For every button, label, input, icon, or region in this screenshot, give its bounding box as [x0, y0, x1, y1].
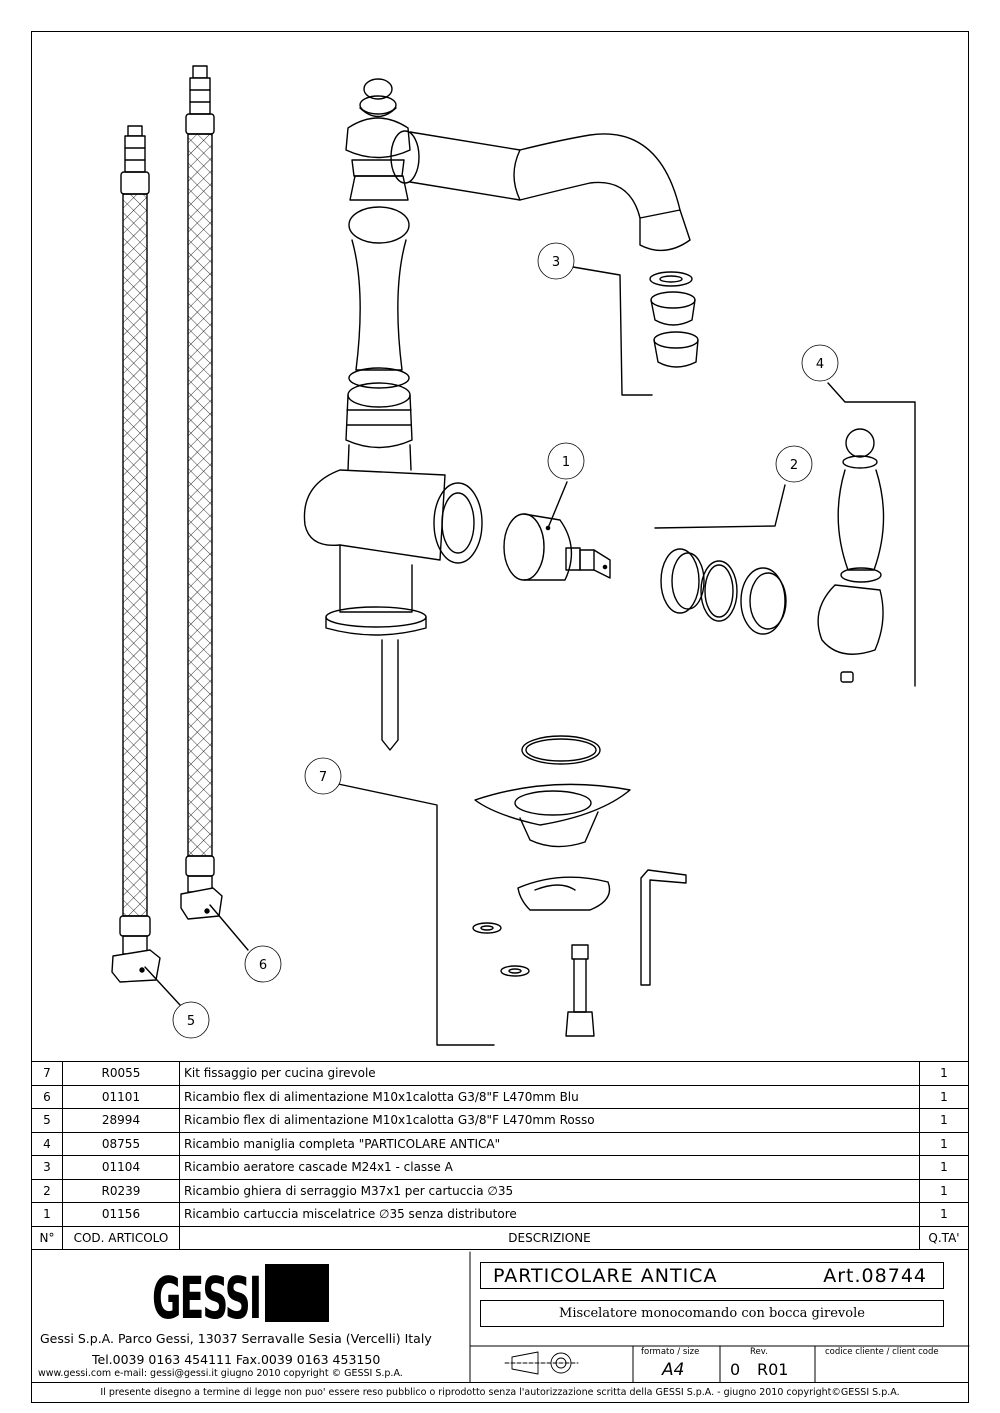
- company-web: www.gessi.com e-mail: gessi@gessi.it giu…: [38, 1368, 403, 1379]
- header-code: COD. ARTICOLO: [62, 1225, 180, 1250]
- part-number: 3: [31, 1155, 63, 1180]
- flex-hose-6: [180, 65, 223, 920]
- part-number: 7: [31, 1061, 63, 1086]
- callout-circle-3: [537, 242, 575, 280]
- part-quantity: 1: [919, 1131, 969, 1156]
- callout-4: 4: [816, 357, 824, 372]
- callout-7: 7: [319, 770, 327, 785]
- part-code: 01101: [62, 1084, 180, 1109]
- faucet-body: [303, 78, 691, 751]
- part-quantity: 1: [919, 1178, 969, 1203]
- part-quantity: 1: [919, 1202, 969, 1227]
- part-description: Ricambio aeratore cascade M24x1 - classe…: [179, 1155, 920, 1180]
- flex-hose-5: [111, 125, 161, 983]
- callout-circle-5: [172, 1001, 210, 1039]
- projection-symbol: [504, 1351, 579, 1375]
- part-code: R0055: [62, 1061, 180, 1086]
- ring-nut-2: [654, 484, 787, 635]
- part-code: 08755: [62, 1131, 180, 1156]
- part-code: 01104: [62, 1155, 180, 1180]
- part-quantity: 1: [919, 1108, 969, 1133]
- client-code-label: codice cliente / client code: [825, 1347, 939, 1357]
- handle-4: [817, 382, 916, 687]
- callout-circle-7: [304, 757, 342, 795]
- leader-line-6: [209, 904, 249, 951]
- callout-6: 6: [259, 958, 267, 973]
- part-code: R0239: [62, 1178, 180, 1203]
- part-description: Ricambio cartuccia miscelatrice ∅35 senz…: [179, 1202, 920, 1227]
- header-description: DESCRIZIONE: [179, 1225, 920, 1250]
- product-subtitle: Miscelatore monocomando con bocca girevo…: [480, 1300, 944, 1327]
- company-address: Gessi S.p.A. Parco Gessi, 13037 Serraval…: [40, 1331, 432, 1346]
- callout-circle-2: [775, 445, 813, 483]
- part-code: 01156: [62, 1202, 180, 1227]
- header-quantity: Q.TA': [919, 1225, 969, 1250]
- cartridge-1: [503, 481, 611, 581]
- part-description: Ricambio flex di alimentazione M10x1calo…: [179, 1108, 920, 1133]
- part-number: 2: [31, 1178, 63, 1203]
- callout-2: 2: [790, 458, 798, 473]
- header-number: N°: [31, 1225, 63, 1250]
- callout-circle-4: [801, 344, 839, 382]
- svg-text:GESSI: GESSI: [152, 1265, 260, 1324]
- callout-circle-6: [244, 945, 282, 983]
- gessi-logo: GESSI: [152, 1264, 329, 1324]
- callout-circle-1: [547, 442, 585, 480]
- rev-number: 0: [730, 1360, 741, 1379]
- format-label: formato / size: [641, 1347, 700, 1357]
- callout-1: 1: [562, 455, 570, 470]
- part-number: 4: [31, 1131, 63, 1156]
- drawing-frame: [31, 31, 969, 1403]
- product-title: PARTICOLARE ANTICA Art.08744: [480, 1262, 944, 1289]
- fixing-kit-7: [309, 735, 687, 1046]
- callout-3: 3: [552, 255, 560, 270]
- article-number: Art.08744: [823, 1265, 927, 1287]
- part-description: Ricambio flex di alimentazione M10x1calo…: [179, 1084, 920, 1109]
- rev-label: Rev.: [750, 1347, 768, 1357]
- callout-5: 5: [187, 1014, 195, 1029]
- legal-footer: Il presente disegno a termine di legge n…: [31, 1382, 969, 1404]
- part-description: Ricambio ghiera di serraggio M37x1 per c…: [179, 1178, 920, 1203]
- part-description: Kit fissaggio per cucina girevole: [179, 1061, 920, 1086]
- part-quantity: 1: [919, 1155, 969, 1180]
- part-quantity: 1: [919, 1061, 969, 1086]
- part-code: 28994: [62, 1108, 180, 1133]
- rev-value: R01: [757, 1360, 789, 1379]
- part-description: Ricambio maniglia completa "PARTICOLARE …: [179, 1131, 920, 1156]
- parts-list-header: N° COD. ARTICOLO DESCRIZIONE Q.TA': [31, 1225, 969, 1250]
- product-name: PARTICOLARE ANTICA: [493, 1265, 718, 1287]
- part-number: 6: [31, 1084, 63, 1109]
- part-number: 5: [31, 1108, 63, 1133]
- leader-line-5: [144, 966, 181, 1006]
- aerator-parts-3: [572, 266, 699, 396]
- format-value: A4: [662, 1360, 685, 1380]
- company-phone: Tel.0039 0163 454111 Fax.0039 0163 45315…: [92, 1352, 381, 1367]
- part-quantity: 1: [919, 1084, 969, 1109]
- part-number: 1: [31, 1202, 63, 1227]
